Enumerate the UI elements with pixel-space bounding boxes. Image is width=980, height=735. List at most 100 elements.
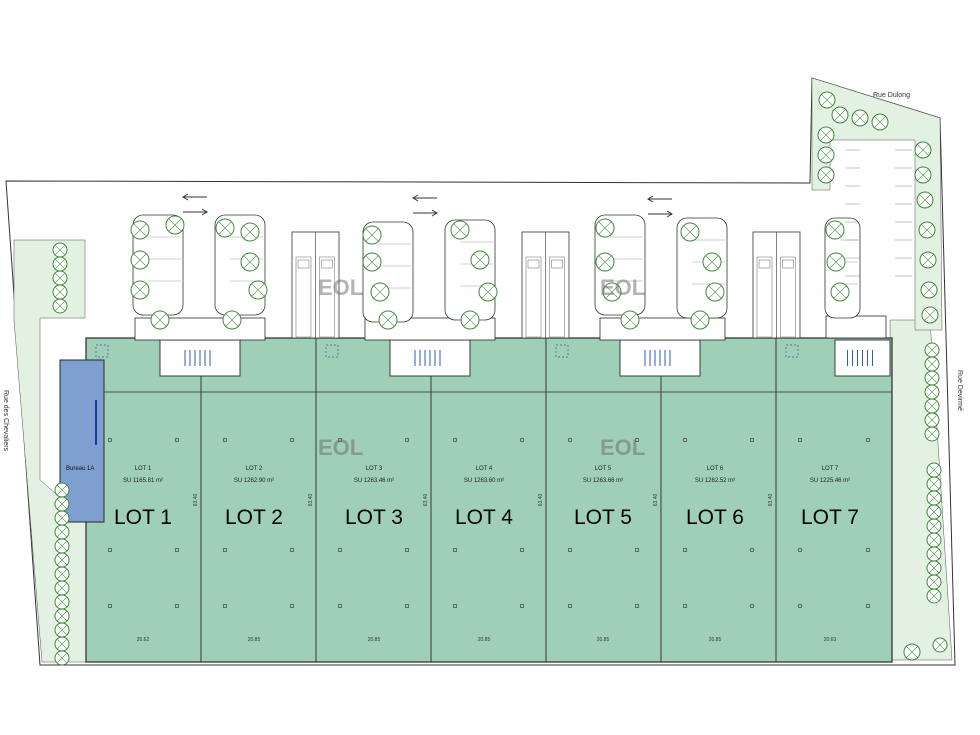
truck-cab [527,259,540,269]
tree-branch [56,540,68,552]
street-east-label: Rue Devirmé [956,370,963,411]
lot-area-label: SU 1263.66 m² [583,478,623,484]
arrow-head [201,208,208,216]
truck-cab [321,259,333,269]
tree-branch [153,313,167,327]
tree-branch [243,225,257,239]
column-marker [290,438,294,442]
tree-branch [928,562,940,574]
lot-small-label: LOT 4 [476,466,493,472]
tree-branch [829,255,843,269]
tree-branch [605,285,619,299]
truck-outline [525,256,542,338]
truck-outline [756,256,773,338]
tree-branch [453,223,467,237]
tree-branch [56,498,68,510]
street-north-label: Rue Dulong [873,92,910,99]
lot-name-label: LOT 7 [801,506,859,529]
tree-branch [708,285,722,299]
tree-branch [928,464,940,476]
watermark-1: EOL [318,275,363,300]
tree-branch [926,414,938,426]
tree-branch [56,582,68,594]
column-marker [635,604,639,608]
column-marker [798,438,802,442]
tree-branch [381,313,395,327]
tree-branch [623,313,637,327]
lot-depth-dimension: 63.40 [193,494,199,507]
lot-name-label: LOT 1 [114,506,172,529]
lot-name-label: LOT 4 [455,506,513,529]
tree-branch [926,400,938,412]
lot-small-label: LOT 7 [822,466,839,472]
tree-branch [834,109,846,121]
lot-width-dimension: 20.85 [709,637,722,643]
tree-branch [463,313,477,327]
tree-branch [225,313,239,327]
lot-small-label: LOT 3 [366,466,383,472]
traffic-arrows [182,193,673,218]
tree-branch [54,258,66,270]
tree-branch [54,244,66,256]
column-marker [750,548,754,552]
tree-branch [928,506,940,518]
tree-branch [928,520,940,532]
tree-branch [923,284,935,296]
dock-marker [325,344,339,358]
tree-branch [917,144,929,156]
lot-name-label: LOT 2 [225,506,283,529]
column-marker [866,604,870,608]
lot-width-dimension: 20.85 [368,637,381,643]
lot-area-label: SU 1165.81 m² [123,478,163,484]
column-marker [568,438,572,442]
tree-branch [481,285,495,299]
tree-branch [56,652,68,664]
arrow-head [647,195,654,203]
tree-branch [54,300,66,312]
lot-name-label: LOT 5 [574,506,632,529]
watermark-4: EOL [600,435,645,460]
warehouse-block [85,337,893,663]
tree-branch [56,596,68,608]
column-marker [108,604,112,608]
tree-branch [928,576,940,588]
lot-small-label: LOT 2 [246,466,263,472]
column-marker [866,438,870,442]
tree-branch [820,129,832,141]
lot-width-dimension: 20.85 [248,637,261,643]
tree-branch [598,255,612,269]
arrow-head [431,209,438,217]
tree-branch [365,228,379,242]
tree-branch [133,223,147,237]
column-marker [108,438,112,442]
lot-depth-dimension: 63.40 [538,494,544,507]
column-marker [290,604,294,608]
tree-branch [218,221,232,235]
lot-area-label: SU 1263.46 m² [354,478,394,484]
tree-branch [928,492,940,504]
column-marker [175,604,179,608]
tree-branch [917,169,929,181]
watermark-2: EOL [318,435,363,460]
tree-branch [926,344,938,356]
lot-depth-dimension: 63.40 [308,494,314,507]
tree-branch [926,386,938,398]
lot-name-label: LOT 3 [345,506,403,529]
truck-outline [549,256,565,338]
column-marker [223,604,227,608]
tree-branch [56,554,68,566]
column-marker [635,548,639,552]
dock-marker [785,344,799,358]
street-west-label: Rue des Chevaliers [2,390,9,452]
column-marker [108,548,112,552]
tree-branch [926,358,938,370]
lot-depth-dimension: 63.40 [423,494,429,507]
tree-branch [56,610,68,622]
column-marker [683,604,687,608]
column-marker [866,548,870,552]
loading-docks [132,149,912,339]
tree-branch [705,255,719,269]
lot-small-label: LOT 1 [135,466,152,472]
tree-branch [934,639,946,651]
